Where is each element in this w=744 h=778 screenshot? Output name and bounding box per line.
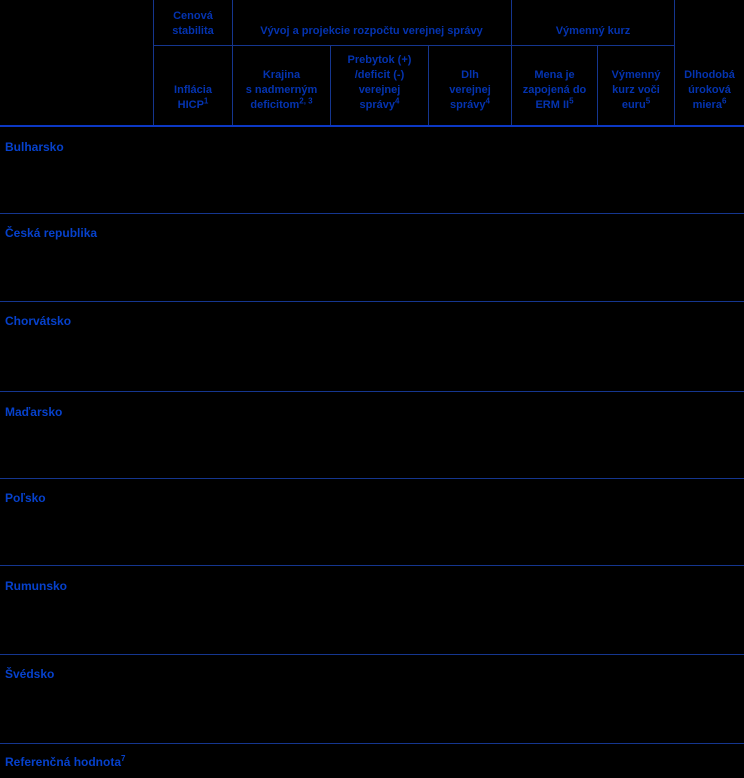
- footnote-ref: 7: [121, 754, 126, 763]
- footnote-ref: 5: [645, 96, 651, 106]
- footnote-ref: 1: [203, 96, 209, 106]
- header-split-line: [153, 45, 674, 46]
- row-divider: [0, 213, 744, 214]
- footnote-ref: 5: [569, 96, 574, 106]
- grid-vline: [674, 0, 675, 125]
- row-divider: [0, 565, 744, 566]
- row-label: Bulharsko: [5, 140, 64, 154]
- table-row-ceska-republika: Česká republika: [0, 214, 744, 301]
- row-divider: [0, 301, 744, 302]
- col-header-erm-membership: Mena je zapojená do ERM II5: [522, 69, 587, 111]
- grid-vline: [511, 0, 512, 125]
- table-row-polsko: Poľsko: [0, 479, 744, 565]
- footnote-ref: 4: [395, 96, 400, 106]
- row-label: Švédsko: [5, 667, 55, 681]
- grid-vline: [232, 0, 233, 125]
- row-label: Rumunsko: [5, 579, 68, 593]
- col-header-surplus-deficit: Prebytok (+) /deficit (-) verejnej správ…: [347, 54, 412, 111]
- table-row-bulharsko: Bulharsko: [0, 127, 744, 213]
- row-label: Maďarsko: [5, 405, 63, 419]
- table-row-chorvatsko: Chorvátsko: [0, 302, 744, 391]
- grid-vline: [597, 45, 598, 125]
- row-divider: [0, 391, 744, 392]
- row-label: Referenčná hodnota7: [5, 754, 126, 770]
- group-header-exchange-rate: Výmenný kurz: [555, 25, 631, 37]
- header-bottom-line: [0, 125, 744, 127]
- group-header-fiscal: Vývoj a projekcie rozpočtu verejnej sprá…: [260, 25, 483, 37]
- row-label: Poľsko: [5, 491, 46, 505]
- col-header-excessive-deficit-country: Krajina s nadmerným deficitom2, 3: [245, 69, 318, 111]
- row-divider: [0, 743, 744, 744]
- footnote-ref: 6: [721, 96, 727, 106]
- table-row-svedsko: Švédsko: [0, 655, 744, 743]
- grid-vline: [428, 45, 429, 125]
- col-header-government-debt: Dlh verejnej správy4: [449, 69, 491, 111]
- footnote-ref: 4: [485, 96, 490, 106]
- row-label: Chorvátsko: [5, 314, 72, 328]
- table-row-reference-value: Referenčná hodnota7: [0, 744, 744, 778]
- row-divider: [0, 654, 744, 655]
- table-row-madarsko: Maďarsko: [0, 392, 744, 478]
- footnote-ref: 2, 3: [299, 96, 313, 106]
- row-divider: [0, 478, 744, 479]
- table-row-rumunsko: Rumunsko: [0, 566, 744, 654]
- col-header-long-term-interest-rate: Dlhodobá úroková miera6: [684, 69, 735, 111]
- row-label: Česká republika: [5, 226, 98, 240]
- grid-vline: [153, 0, 154, 125]
- col-header-exchange-rate-vs-euro: Výmenný kurz voči euru5: [611, 69, 661, 111]
- grid-vline: [330, 45, 331, 125]
- group-header-price-stability: Cenová stabilita: [172, 10, 214, 37]
- col-header-hicp-inflation: Inflácia HICP1: [174, 84, 212, 111]
